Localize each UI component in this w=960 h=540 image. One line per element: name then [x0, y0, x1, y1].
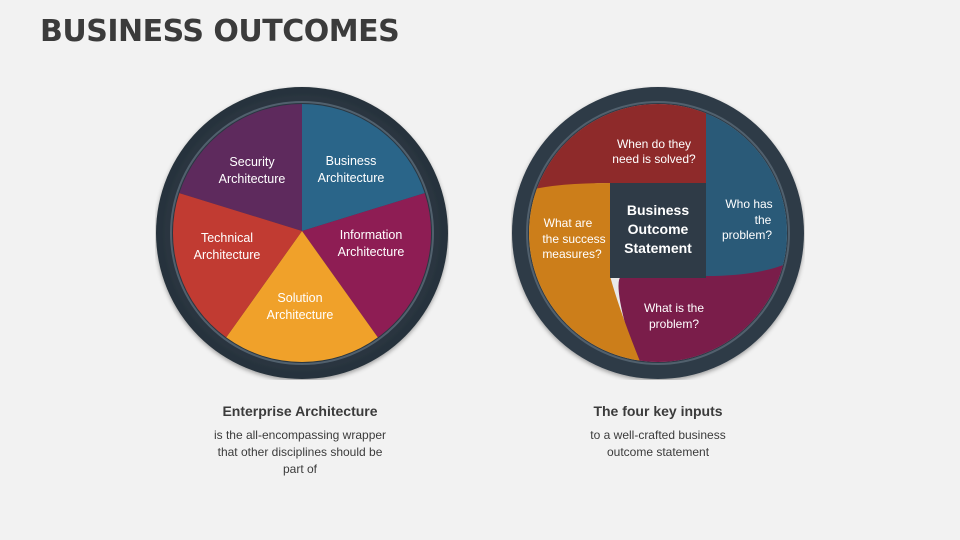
inner-ring-border — [170, 101, 434, 365]
pie-slice-technical — [172, 193, 302, 338]
inputs-caption: The four key inputs to a well-crafted bu… — [528, 403, 788, 461]
pie-slice-business — [302, 104, 425, 231]
right-petal-line-1: Who has — [725, 197, 772, 211]
top-petal-line-1: When do they — [617, 137, 691, 151]
center-text: Business Outcome Statement — [624, 202, 692, 256]
pie-label-information-1: Information — [340, 228, 403, 242]
right-petal-line-2: the — [755, 213, 772, 227]
pie-label-security-1: Security — [229, 155, 275, 169]
pie-slice-information — [302, 193, 432, 338]
pie-slice-solution — [226, 231, 378, 363]
pie-label-solution-2: Architecture — [267, 308, 334, 322]
inner-ring-border — [526, 101, 790, 365]
enterprise-caption-heading: Enterprise Architecture — [222, 403, 378, 419]
right-petal-line-3: problem? — [722, 228, 772, 242]
pie-label-solution-1: Solution — [277, 291, 322, 305]
enterprise-caption-text: is the all-encompassing wrapper that oth… — [213, 428, 387, 476]
pie-label-business-1: Business — [326, 154, 377, 168]
left-petal-line-2: the success — [542, 232, 605, 246]
pie-label-technical-1: Technical — [201, 231, 253, 245]
bottom-petal-line-2: problem? — [649, 317, 699, 331]
slide-title: BUSINESS OUTCOMES — [40, 14, 400, 49]
pie-label-business-2: Architecture — [318, 171, 385, 185]
left-petal-line-1: What are — [544, 216, 593, 230]
center-box — [610, 183, 706, 278]
inputs-caption-heading: The four key inputs — [593, 403, 723, 419]
left-petal-line-3: measures? — [542, 247, 602, 261]
top-petal-line-2: need is solved? — [612, 152, 696, 166]
center-line-2: Outcome — [628, 221, 689, 237]
pie-chart — [172, 103, 432, 363]
bottom-petal-line-1: What is the — [644, 301, 704, 315]
pie-label-information-2: Architecture — [338, 245, 405, 259]
center-line-3: Statement — [624, 240, 692, 256]
center-line-1: Business — [627, 202, 689, 218]
pie-label-security-2: Architecture — [219, 172, 286, 186]
key-inputs-diagram: Business Outcome Statement When do they … — [512, 87, 804, 379]
pie-label-technical-2: Architecture — [194, 248, 261, 262]
inputs-caption-text: to a well-crafted business outcome state… — [590, 428, 726, 459]
enterprise-caption: Enterprise Architecture is the all-encom… — [170, 403, 430, 478]
pie-slice-security — [179, 103, 302, 231]
